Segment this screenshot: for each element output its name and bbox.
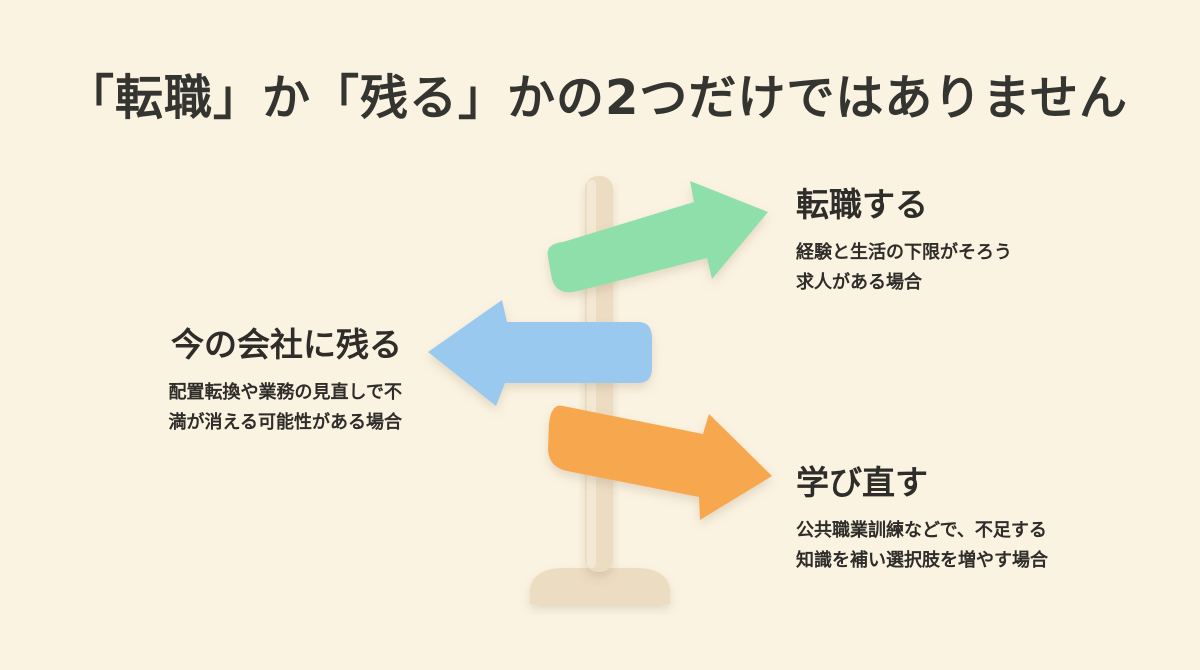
signpost-base [530, 568, 670, 604]
arrow-relearn [548, 405, 772, 520]
description-line: 公共職業訓練などで、不足する [796, 520, 1047, 541]
description-line: 経験と生活の下限がそろう [796, 242, 1012, 263]
description-line: 満が消える可能性がある場合 [168, 412, 402, 433]
description-line: 配置転換や業務の見直しで不 [168, 382, 402, 403]
slide-title: 「転職」か「残る」かの2つだけではありません [66, 70, 1128, 126]
option-heading: 今の会社に残る [171, 325, 402, 364]
option-description: 公共職業訓練などで、不足する 知識を補い選択肢を増やす場合 [796, 516, 1048, 576]
option-description: 経験と生活の下限がそろう 求人がある場合 [796, 238, 1012, 298]
description-line: 求人がある場合 [796, 272, 922, 293]
option-career-change: 転職する 経験と生活の下限がそろう 求人がある場合 [796, 178, 1012, 298]
option-description: 配置転換や業務の見直しで不 満が消える可能性がある場合 [169, 378, 402, 438]
description-line: 知識を補い選択肢を増やす場合 [796, 550, 1048, 571]
arrow-career-change [547, 181, 768, 293]
arrow-stay [428, 300, 652, 406]
option-heading: 学び直す [796, 463, 928, 502]
option-relearn: 学び直す 公共職業訓練などで、不足する 知識を補い選択肢を増やす場合 [796, 456, 1048, 576]
option-stay: 今の会社に残る 配置転換や業務の見直しで不 満が消える可能性がある場合 [169, 318, 402, 438]
option-heading: 転職する [796, 185, 928, 224]
